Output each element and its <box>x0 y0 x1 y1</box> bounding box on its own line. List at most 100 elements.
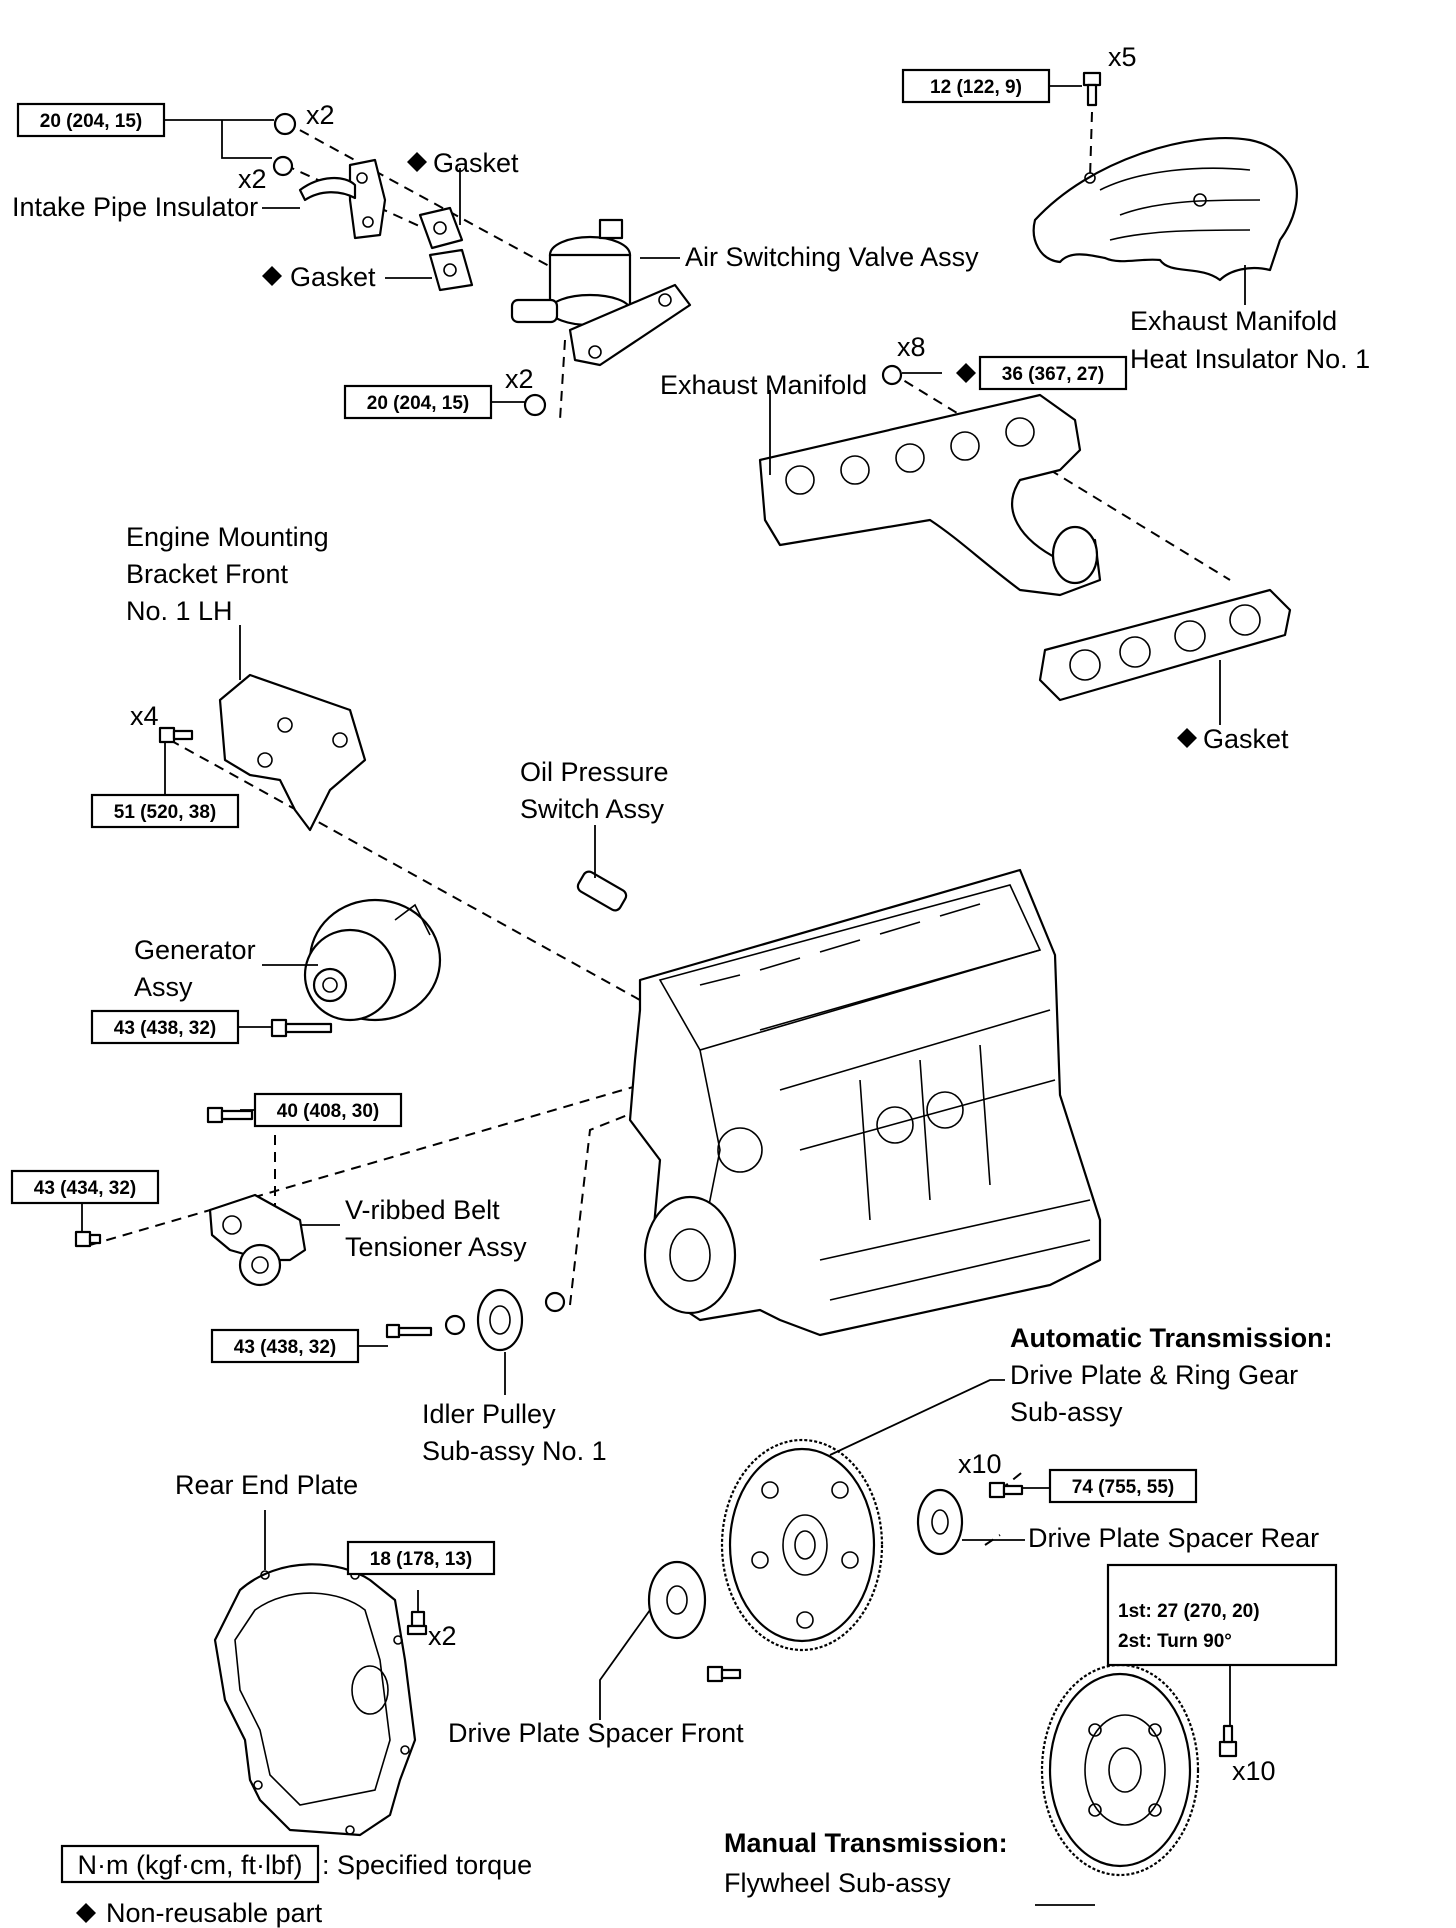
drive-plate-spacer-rear-part <box>916 1488 1025 1556</box>
diamond-icon <box>956 363 976 383</box>
label-exhaust-manifold: Exhaust Manifold <box>660 370 867 400</box>
legend-nonreusable: Non-reusable part <box>106 1898 323 1928</box>
label-intake-pipe-insulator: Intake Pipe Insulator <box>12 192 258 222</box>
torque-box-20-mid: 20 (204, 15) <box>343 384 525 420</box>
torque-label: 18 (178, 13) <box>370 1549 472 1570</box>
label-gasket-lower: Gasket <box>290 262 376 292</box>
label-engine-mounting-line2: Bracket Front <box>126 559 289 589</box>
label-air-switching-valve: Air Switching Valve Assy <box>685 242 979 272</box>
qty-label: x2 <box>306 100 335 130</box>
label-idler-line1: Idler Pulley <box>422 1399 556 1429</box>
torque-box-74: 74 (755, 55) <box>1022 1468 1198 1504</box>
label-automatic-transmission: Automatic Transmission: <box>1010 1323 1333 1353</box>
idler-pulley-part <box>385 1288 566 1395</box>
exhaust-gasket-part <box>1038 588 1292 725</box>
legend-torque-box <box>60 1844 320 1884</box>
bolt-icon <box>158 726 194 795</box>
label-tensioner-line1: V-ribbed Belt <box>345 1195 500 1225</box>
diamond-icon <box>262 266 282 286</box>
torque-label: 43 (438, 32) <box>234 1337 336 1358</box>
torque-box-12: 12 (122, 9) <box>901 68 1082 104</box>
bolt-icon <box>1082 71 1102 107</box>
torque-label: 74 (755, 55) <box>1072 1477 1174 1498</box>
torque-box-36: 36 (367, 27) <box>902 355 1128 391</box>
label-heat-insulator-line2: Heat Insulator No. 1 <box>1130 344 1370 374</box>
torque-label: 43 (438, 32) <box>114 1018 216 1039</box>
part-labels: Intake Pipe Insulator Gasket Gasket Air … <box>12 148 1370 1898</box>
qty-label: x4 <box>130 701 159 731</box>
label-manual-transmission: Manual Transmission: <box>724 1828 1008 1858</box>
multipliers: x5 x2 x2 x2 x8 x4 x2 x10 x10 <box>130 42 1276 1786</box>
drive-plate-spacer-front-part <box>599 1560 707 1720</box>
oil-pressure-switch-part <box>576 825 628 912</box>
label-engine-mounting-line3: No. 1 LH <box>126 596 233 626</box>
label-rear-end-plate: Rear End Plate <box>175 1470 358 1500</box>
label-drive-plate-line2: Sub-assy <box>1010 1397 1123 1427</box>
torque-label: 20 (204, 15) <box>40 111 142 132</box>
torque-label: 2st: Turn 90° <box>1118 1631 1232 1652</box>
legend-torque-desc: : Specified torque <box>322 1850 532 1880</box>
label-exhaust-gasket: Gasket <box>1203 724 1289 754</box>
legend: N·m (kgf·cm, ft·lbf) : Specified torque … <box>60 1844 532 1928</box>
qty-label: x2 <box>505 364 534 394</box>
label-generator-line1: Generator <box>134 935 256 965</box>
legend-torque-unit: N·m (kgf·cm, ft·lbf) <box>78 1850 303 1880</box>
rear-end-plate-part <box>213 1510 417 1837</box>
diamond-icon <box>1177 728 1197 748</box>
engine-block-part <box>628 868 1102 1337</box>
bolt-icon <box>74 1106 254 1248</box>
label-oil-pressure-line1: Oil Pressure <box>520 757 669 787</box>
label-drive-plate-spacer-rear: Drive Plate Spacer Rear <box>1028 1523 1319 1553</box>
torque-box-40: 40 (408, 30) <box>240 1092 403 1128</box>
exhaust-manifold-part <box>758 390 1102 597</box>
label-heat-insulator-line1: Exhaust Manifold <box>1130 306 1337 336</box>
qty-label: x5 <box>1108 42 1137 72</box>
torque-box-flywheel: 1st: 27 (270, 20) 2st: Turn 90° <box>1106 1563 1338 1667</box>
qty-label: x8 <box>897 332 926 362</box>
bolt-icon <box>406 1590 428 1636</box>
torque-label: 20 (204, 15) <box>367 393 469 414</box>
flywheel-part <box>1035 1663 1231 1906</box>
non-reusable-markers <box>76 152 1197 1923</box>
label-tensioner-line2: Tensioner Assy <box>345 1232 527 1262</box>
torque-box-43-generator: 43 (438, 32) <box>90 1009 272 1045</box>
torque-label: 40 (408, 30) <box>277 1101 379 1122</box>
gasket-upper-part <box>418 168 464 250</box>
label-oil-pressure-line2: Switch Assy <box>520 794 665 824</box>
torque-box-43-tensioner: 43 (434, 32) <box>10 1169 160 1205</box>
drive-plate-part <box>720 1379 1005 1652</box>
gasket-lower-part <box>385 248 474 292</box>
air-switching-valve-part <box>510 218 692 367</box>
intake-pipe-insulator-part <box>262 158 387 240</box>
nut-icon <box>523 393 547 417</box>
diamond-icon <box>76 1903 96 1923</box>
generator-part <box>262 898 442 1022</box>
torque-box-18: 18 (178, 13) <box>346 1540 496 1576</box>
torque-label: 36 (367, 27) <box>1002 364 1104 385</box>
diamond-icon <box>407 152 427 172</box>
bolt-icon <box>270 1018 333 1038</box>
torque-box-20-top: 20 (204, 15) <box>16 102 274 159</box>
engine-mounting-bracket-part <box>218 625 367 832</box>
torque-label: 12 (122, 9) <box>930 77 1022 98</box>
label-flywheel: Flywheel Sub-assy <box>724 1868 951 1898</box>
nut-icon <box>881 364 903 386</box>
torque-label: 51 (520, 38) <box>114 802 216 823</box>
label-engine-mounting-line1: Engine Mounting <box>126 522 329 552</box>
v-ribbed-belt-tensioner-part <box>208 1193 340 1287</box>
qty-label: x10 <box>1232 1756 1276 1786</box>
label-drive-plate-spacer-front: Drive Plate Spacer Front <box>448 1718 744 1748</box>
qty-label: x2 <box>238 164 267 194</box>
qty-label: x2 <box>428 1621 457 1651</box>
qty-label: x10 <box>958 1449 1002 1479</box>
label-generator-line2: Assy <box>134 972 193 1002</box>
torque-label: 43 (434, 32) <box>34 1178 136 1199</box>
label-idler-line2: Sub-assy No. 1 <box>422 1436 607 1466</box>
nut-icon <box>272 112 297 177</box>
label-gasket-upper: Gasket <box>433 148 519 178</box>
label-drive-plate-line1: Drive Plate & Ring Gear <box>1010 1360 1298 1390</box>
torque-label: 1st: 27 (270, 20) <box>1118 1601 1260 1622</box>
torque-box-51: 51 (520, 38) <box>90 793 240 829</box>
torque-box-43-idler: 43 (438, 32) <box>210 1328 388 1364</box>
